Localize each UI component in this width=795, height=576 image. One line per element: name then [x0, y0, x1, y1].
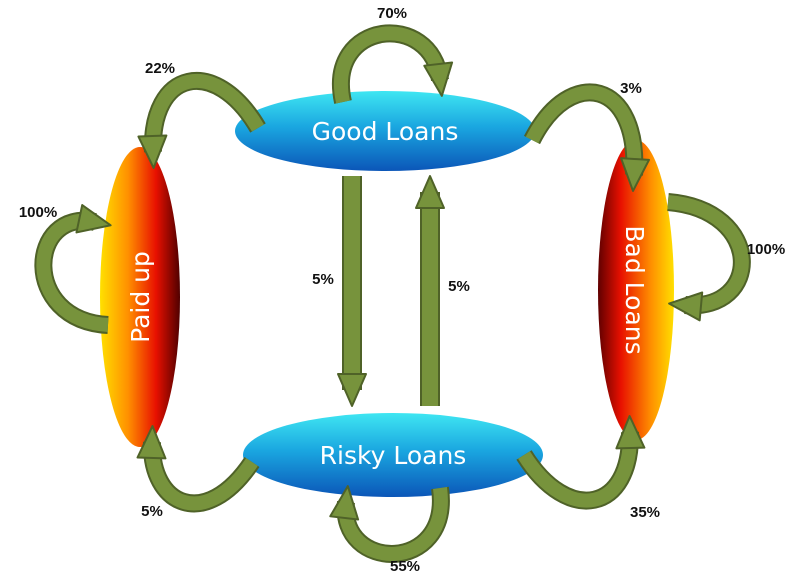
risky-loans-label: Risky Loans	[320, 441, 467, 470]
label-good-to-bad: 3%	[620, 80, 642, 97]
node-good-loans: Good Loans	[235, 91, 535, 171]
arrow-bad-to-bad	[666, 193, 751, 322]
label-good-to-good: 70%	[377, 5, 407, 22]
arrow-good-to-paid	[137, 72, 266, 169]
arrow-paid-to-paid	[34, 204, 112, 334]
good-loans-label: Good Loans	[312, 117, 459, 146]
bad-loans-label: Bad Loans	[620, 225, 649, 354]
arrow-risky-to-paid	[136, 425, 260, 513]
label-good-to-risky: 5%	[312, 271, 334, 288]
arrow-good-to-good	[332, 24, 454, 104]
node-risky-loans: Risky Loans	[243, 413, 543, 497]
node-bad-loans: Bad Loans	[598, 140, 674, 440]
label-risky-to-paid: 5%	[141, 503, 163, 520]
label-risky-to-bad: 35%	[630, 504, 660, 521]
label-paid-to-paid: 100%	[19, 204, 57, 221]
label-risky-to-good: 5%	[448, 278, 470, 295]
label-risky-to-risky: 55%	[390, 558, 420, 575]
arrow-good-to-bad	[523, 83, 650, 192]
paid-up-label: Paid up	[126, 251, 155, 343]
arrow-risky-to-bad	[516, 415, 646, 510]
arrow-risky-to-risky	[329, 485, 450, 563]
label-bad-to-bad: 100%	[747, 241, 785, 258]
label-good-to-paid: 22%	[145, 60, 175, 77]
node-paid-up: Paid up	[100, 147, 180, 447]
